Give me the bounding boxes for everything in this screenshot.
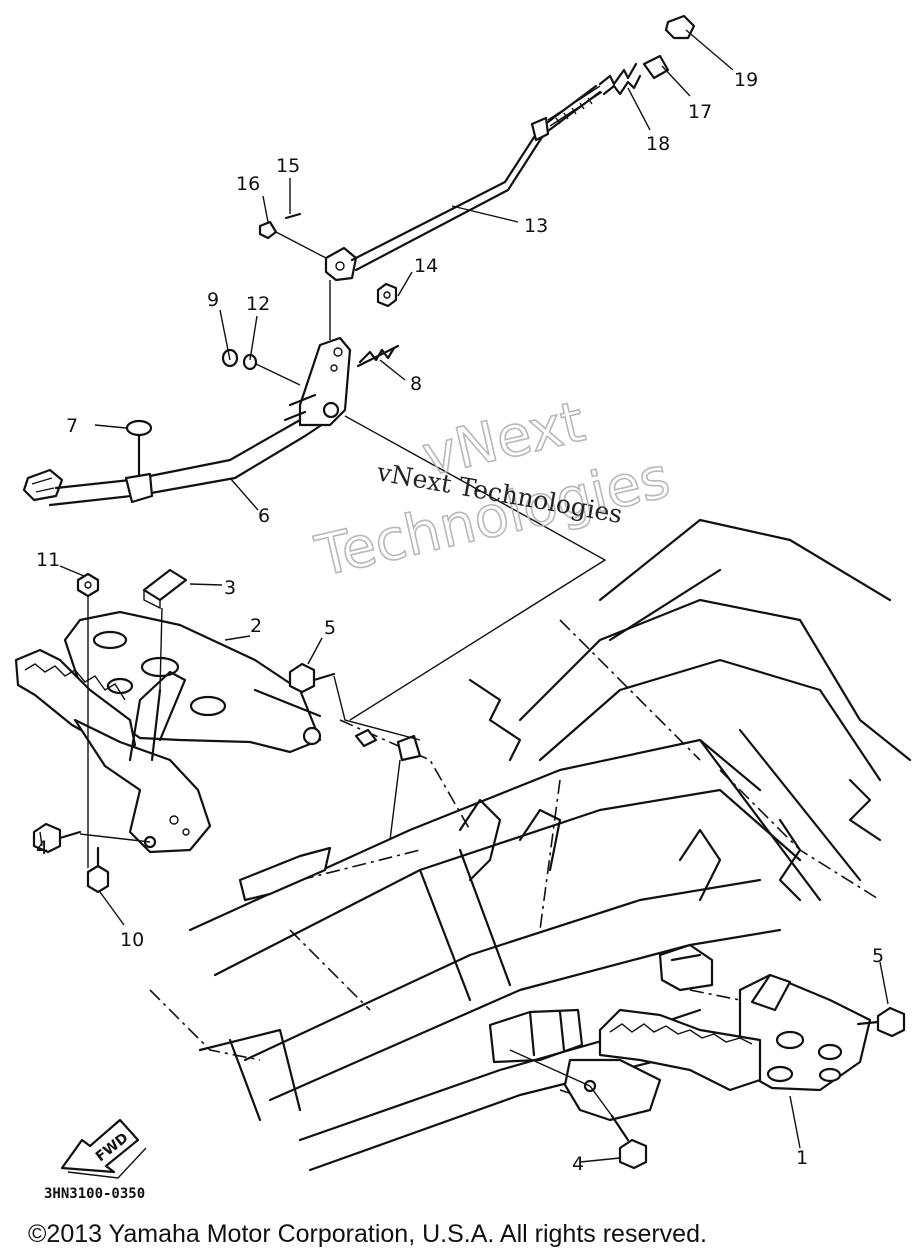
callout-8: 8 bbox=[410, 373, 422, 395]
callout-7: 7 bbox=[66, 415, 78, 437]
callout-9: 9 bbox=[207, 289, 219, 311]
brake-pedal-assembly bbox=[22, 280, 400, 507]
callout-3: 3 bbox=[224, 577, 236, 599]
leader-lines bbox=[39, 29, 889, 1163]
callout-5-left: 5 bbox=[324, 617, 336, 639]
callout-4-right: 4 bbox=[572, 1153, 584, 1175]
left-footrest-bracket bbox=[14, 568, 322, 868]
copyright-notice: ©2013 Yamaha Motor Corporation, U.S.A. A… bbox=[28, 1220, 707, 1248]
callout-5-right: 5 bbox=[872, 945, 884, 967]
callout-4-left: 4 bbox=[36, 837, 48, 859]
callout-2: 2 bbox=[250, 615, 262, 637]
callout-13: 13 bbox=[524, 215, 548, 237]
brake-rod-assembly bbox=[258, 14, 696, 308]
callout-17: 17 bbox=[688, 101, 712, 123]
callout-10: 10 bbox=[120, 929, 144, 951]
callout-16: 16 bbox=[236, 173, 260, 195]
callout-6: 6 bbox=[258, 505, 270, 527]
drawing-code: 3HN3100-0350 bbox=[44, 1186, 145, 1202]
fwd-arrow: FWD bbox=[60, 1118, 147, 1179]
callout-19: 19 bbox=[734, 69, 758, 91]
callout-numbers: 19 17 18 13 16 15 14 9 12 8 7 6 11 3 2 5… bbox=[36, 69, 884, 1175]
callout-12: 12 bbox=[246, 293, 270, 315]
callout-18: 18 bbox=[646, 133, 670, 155]
callout-15: 15 bbox=[276, 155, 300, 177]
callout-14: 14 bbox=[414, 255, 438, 277]
right-footrest-assembly bbox=[509, 973, 906, 1170]
frame-assembly bbox=[149, 518, 912, 1172]
callout-11: 11 bbox=[36, 549, 60, 571]
left-bolts bbox=[32, 662, 422, 902]
callout-1: 1 bbox=[796, 1147, 808, 1169]
